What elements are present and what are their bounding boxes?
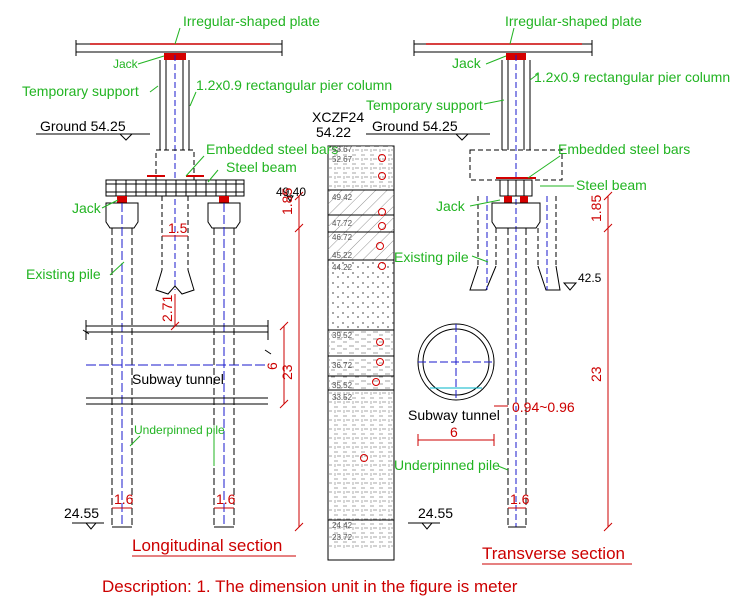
temporary-support-label-right: Temporary support — [366, 97, 483, 113]
dim-2-71: 2.71 — [159, 295, 175, 322]
log-elev-11: 24.42 — [332, 521, 353, 530]
dim-0-94: 0.94~0.96 — [512, 399, 575, 415]
jack-right-1 — [504, 196, 512, 203]
steel-beam-label-right: Steel beam — [576, 177, 647, 193]
underpinned-label-left: Underpinned pile — [134, 423, 225, 437]
dim-1-6-a: 1.6 — [114, 491, 134, 507]
log-elev-3: 47.72 — [332, 219, 353, 228]
log-elev-0: 53.67 — [332, 145, 353, 154]
jack-left-1 — [117, 196, 127, 203]
elevation-4940: 49.40 — [276, 185, 306, 199]
dim-23-left: 23 — [279, 364, 295, 380]
elevation-2455-left: 24.55 — [64, 505, 99, 521]
dimensions-left — [112, 191, 304, 532]
jack-label-left: Jack — [72, 200, 102, 216]
log-elev-2: 49.42 — [332, 193, 353, 202]
longitudinal-section — [36, 27, 304, 532]
pile-cap-left — [155, 149, 195, 181]
ground-label-right: Ground 54.25 — [372, 118, 458, 134]
jack-label-right: Jack — [436, 198, 466, 214]
steel-beam-label-left: Steel beam — [226, 159, 297, 175]
plate-label-right: Irregular-shaped plate — [505, 13, 642, 29]
caption-longitudinal: Longitudinal section — [132, 536, 282, 555]
caption-transverse: Transverse section — [482, 544, 625, 563]
log-elev-8: 36.72 — [332, 361, 353, 370]
dim-1-6-b: 1.6 — [216, 491, 236, 507]
steel-beam-left — [105, 179, 245, 197]
underpinned-pile-right — [507, 228, 527, 528]
borehole-top-elevation: 54.22 — [316, 124, 351, 140]
temporary-support-right — [501, 60, 531, 150]
dim-6-horizontal: 6 — [450, 424, 458, 440]
log-elev-4: 46.72 — [332, 233, 353, 242]
subway-label-right: Subway tunnel — [408, 407, 500, 423]
plate-right — [413, 40, 593, 56]
dim-1-5: 1.5 — [168, 220, 188, 236]
subway-tunnel-left — [82, 320, 272, 405]
dimensions-right — [417, 191, 613, 532]
dim-6-vertical: 6 — [264, 362, 280, 370]
log-elev-1: 52.67 — [332, 155, 353, 164]
subway-tunnel-right — [417, 323, 495, 401]
subway-label-left: Subway tunnel — [132, 371, 224, 387]
log-elev-10: 33.52 — [332, 393, 353, 402]
pier-label-left: 1.2x0.9 rectangular pier column — [196, 77, 392, 93]
embedded-label-right: Embedded steel bars — [558, 141, 690, 157]
dim-1-6-c: 1.6 — [510, 491, 530, 507]
jack-top-label-right: Jack — [452, 55, 482, 71]
existing-pile-label-right: Existing pile — [394, 249, 469, 265]
text-layer: Irregular-shaped plate Jack Temporary su… — [22, 13, 730, 596]
leaders-right — [469, 27, 574, 471]
dim-23-right: 23 — [588, 366, 604, 382]
elevation-2455-right: 24.55 — [418, 505, 453, 521]
borehole-id: XCZF24 — [312, 109, 364, 125]
existing-pile-right — [469, 196, 561, 291]
jack-right-2 — [520, 196, 528, 203]
description-note: Description: 1. The dimension unit in th… — [102, 577, 518, 596]
existing-pile-label-left: Existing pile — [26, 266, 101, 282]
borehole-log — [327, 145, 395, 561]
underpinned-label-right: Underpinned pile — [394, 457, 500, 473]
jack-left-2 — [219, 196, 229, 203]
ground-marker-left — [118, 133, 134, 141]
log-elev-7: 39.52 — [332, 331, 353, 340]
plate-label-left: Irregular-shaped plate — [183, 13, 320, 29]
existing-pile-left — [155, 196, 195, 295]
transverse-section — [366, 27, 613, 532]
log-elev-12: 23.72 — [332, 533, 353, 542]
pier-label-right: 1.2x0.9 rectangular pier column — [534, 69, 730, 85]
steel-beam-right — [496, 177, 536, 197]
leaders-left — [101, 27, 219, 466]
embedded-label-left: Embedded steel bars — [206, 141, 338, 157]
dim-1-85-right: 1.85 — [588, 195, 604, 222]
temporary-support-label-left: Temporary support — [22, 83, 139, 99]
dim-1-85-left: 1.85 — [279, 188, 295, 215]
plate-left — [75, 40, 283, 56]
log-elev-5: 45.22 — [332, 251, 353, 260]
ground-label-left: Ground 54.25 — [40, 118, 126, 134]
log-elev-9: 35.52 — [332, 381, 353, 390]
temporary-support-left — [159, 60, 190, 150]
elevation-425: 42.5 — [578, 271, 602, 285]
log-elev-6: 44.22 — [332, 263, 353, 272]
jack-top-label-left: Jack — [113, 57, 139, 71]
